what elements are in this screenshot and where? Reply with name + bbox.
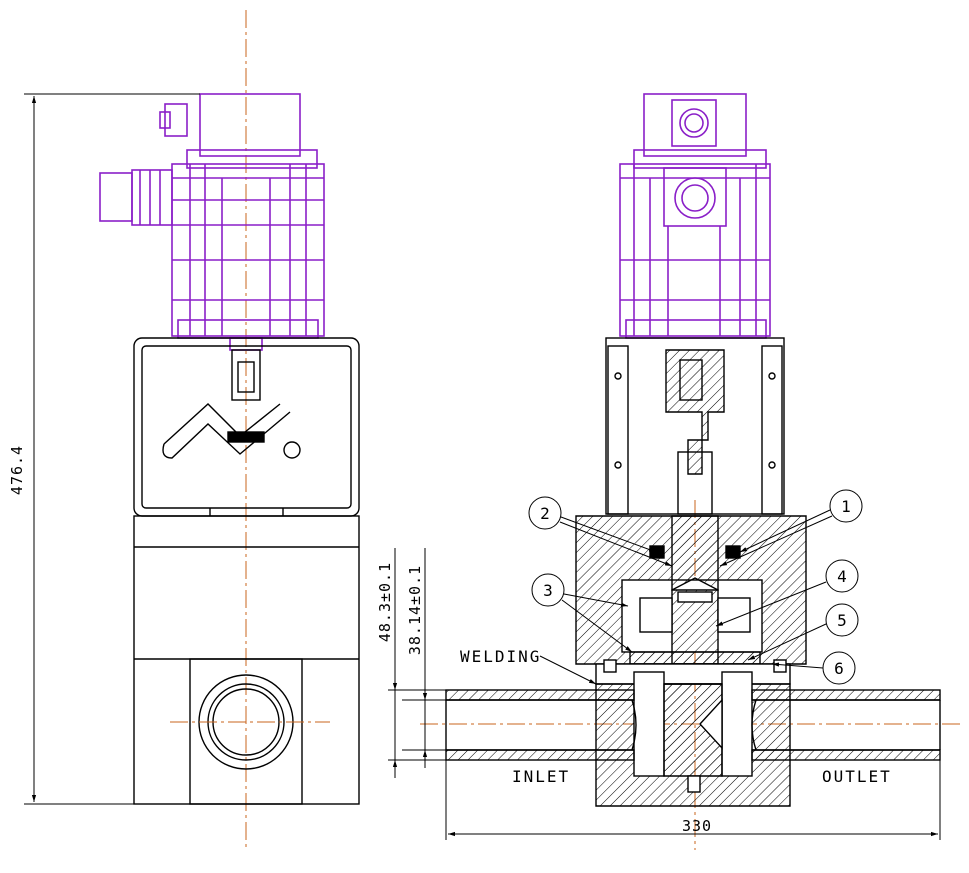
- svg-text:5: 5: [837, 611, 847, 630]
- valve-body-section: [575, 515, 807, 807]
- overall-width-label: 330: [682, 817, 712, 835]
- balloon-6: 6: [771, 651, 856, 685]
- welding-leader: [539, 655, 597, 685]
- outlet-label: OUTLET: [822, 767, 892, 786]
- svg-text:1: 1: [841, 497, 851, 516]
- balloon-3: 3: [531, 573, 633, 653]
- section-view: 48.3±0.1 38.14±0.1 330 WELDING INLET OUT…: [376, 93, 960, 850]
- width-dimension: [445, 760, 941, 840]
- outlet-pipe: [751, 689, 941, 761]
- balloon-4: 4: [715, 559, 859, 627]
- svg-text:6: 6: [834, 659, 844, 678]
- inner-diameter-label: 38.14±0.1: [406, 565, 424, 655]
- actuator-side: [99, 93, 325, 351]
- welding-label: WELDING: [460, 647, 541, 666]
- balloon-1: 1: [719, 489, 863, 567]
- balloon-2: 2: [528, 496, 673, 567]
- side-view: 476.4: [8, 10, 360, 850]
- height-dimension: [24, 93, 200, 805]
- valve-body-side: [133, 515, 360, 805]
- diameter-dimensions: [388, 548, 446, 778]
- outer-diameter-label: 48.3±0.1: [376, 562, 394, 642]
- svg-text:3: 3: [543, 581, 553, 600]
- svg-text:2: 2: [540, 504, 550, 523]
- inlet-pipe: [445, 689, 637, 761]
- inlet-label: INLET: [512, 767, 570, 786]
- actuator-front: [619, 93, 771, 339]
- balloon-5: 5: [747, 603, 859, 661]
- overall-height-label: 476.4: [8, 445, 26, 495]
- bracket-section: [605, 337, 785, 515]
- svg-text:4: 4: [837, 567, 847, 586]
